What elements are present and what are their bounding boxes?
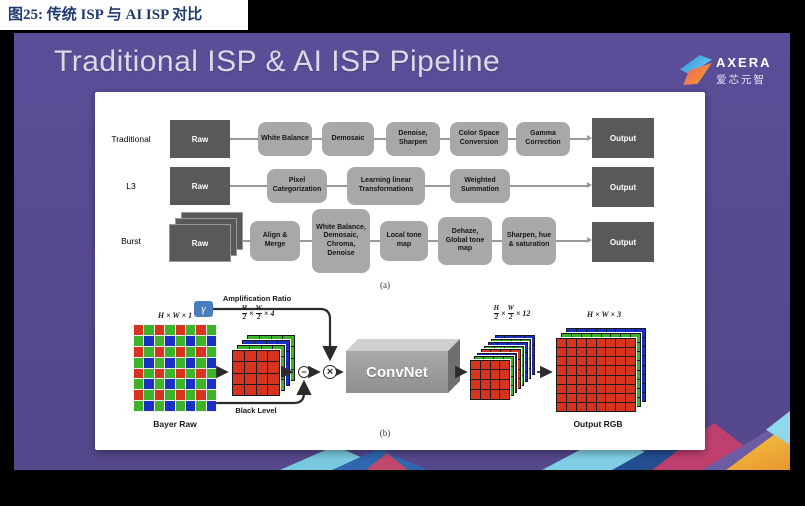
- pipeline-step: Color Space Conversion: [450, 122, 508, 156]
- multiply-symbol: ×: [326, 366, 334, 378]
- multiply-operator: ×: [323, 365, 337, 379]
- axera-logo: AXERA 爱芯元智: [680, 53, 784, 93]
- pipeline-step: Gamma Correction: [516, 122, 570, 156]
- output-box-l3: Output: [592, 167, 654, 207]
- pipeline-step: Learning linear Transformations: [347, 167, 425, 205]
- slide-title: Traditional ISP & AI ISP Pipeline: [54, 45, 501, 78]
- slide: Traditional ISP & AI ISP Pipeline AXERA …: [14, 33, 790, 470]
- frac-h: H: [493, 304, 500, 312]
- raw-box-burst: Raw: [169, 224, 231, 262]
- pipeline-step: Sharpen, hue & saturation: [502, 217, 556, 265]
- convnet-front-face: ConvNet: [346, 351, 448, 393]
- amplification-ratio-label: Amplification Ratio: [222, 294, 292, 303]
- times: ×: [501, 308, 506, 318]
- times: ×: [263, 308, 269, 318]
- frac-den: 2: [494, 313, 499, 321]
- axera-brand-chinese: 爱芯元智: [716, 74, 766, 86]
- packed-channels: 4: [270, 308, 275, 318]
- output-box-traditional: Output: [592, 118, 654, 158]
- output-box-burst: Output: [592, 222, 654, 262]
- row-label-burst: Burst: [121, 236, 141, 246]
- times: ×: [515, 308, 521, 318]
- feature-map-stack: [469, 334, 536, 401]
- bayer-grid: [133, 324, 217, 412]
- frac-h: H: [241, 304, 248, 312]
- frac-den: 2: [242, 313, 247, 321]
- bayer-dims-label: H × W × 1: [157, 311, 193, 320]
- gamma-badge: γ: [194, 301, 213, 317]
- pipeline-step: Denoise, Sharpen: [386, 122, 440, 156]
- times: ×: [249, 308, 254, 318]
- subtract-operator: −: [298, 366, 310, 378]
- output-rgb-stack: [555, 327, 647, 413]
- section-a-label: (a): [380, 280, 390, 290]
- raw-box-l3: Raw: [170, 167, 230, 205]
- pipeline-step: White Balance: [258, 122, 312, 156]
- subtract-symbol: −: [301, 367, 307, 377]
- frac-w: W: [507, 304, 514, 312]
- packed-raw-stack: [231, 334, 296, 397]
- row-label-traditional: Traditional: [111, 134, 151, 144]
- bayer-raw-label: Bayer Raw: [153, 419, 197, 429]
- frac-w: W: [255, 304, 262, 312]
- convnet-side-face: [448, 339, 460, 393]
- section-b-label: (b): [379, 428, 391, 438]
- pipeline-step: Local tone map: [380, 221, 428, 261]
- pipeline-step: Weighted Summation: [450, 169, 510, 203]
- figure-caption-bar: 图25: 传统 ISP 与 AI ISP 对比: [0, 0, 248, 30]
- content-panel: Traditional L3 Burst Raw White Balance D…: [95, 92, 705, 450]
- pipeline-step: White Balance, Demosaic, Chroma, Denoise: [312, 209, 370, 273]
- row-label-l3: L3: [126, 181, 136, 191]
- raw-box-traditional: Raw: [170, 120, 230, 158]
- axera-logo-icon: [680, 55, 712, 85]
- convnet-block: ConvNet: [346, 339, 460, 393]
- black-level-label: Black Level: [235, 406, 277, 415]
- output-dims-label: H × W × 3: [586, 310, 622, 319]
- convnet-label: ConvNet: [366, 363, 428, 381]
- frac-den: 2: [508, 313, 513, 321]
- figure-caption-text: 图25: 传统 ISP 与 AI ISP 对比: [8, 7, 203, 23]
- feature-channels: 12: [522, 308, 531, 318]
- axera-brand-text: AXERA: [716, 55, 772, 70]
- output-rgb-label: Output RGB: [573, 419, 623, 429]
- pipeline-step: Align & Merge: [250, 221, 300, 261]
- pipeline-step: Dehaze, Global tone map: [438, 217, 492, 265]
- gamma-symbol: γ: [201, 303, 206, 315]
- convnet-top-face: [346, 339, 460, 351]
- pipeline-step: Pixel Categorization: [267, 169, 327, 203]
- pipeline-step: Demosaic: [322, 122, 374, 156]
- frac-den: 2: [256, 313, 261, 321]
